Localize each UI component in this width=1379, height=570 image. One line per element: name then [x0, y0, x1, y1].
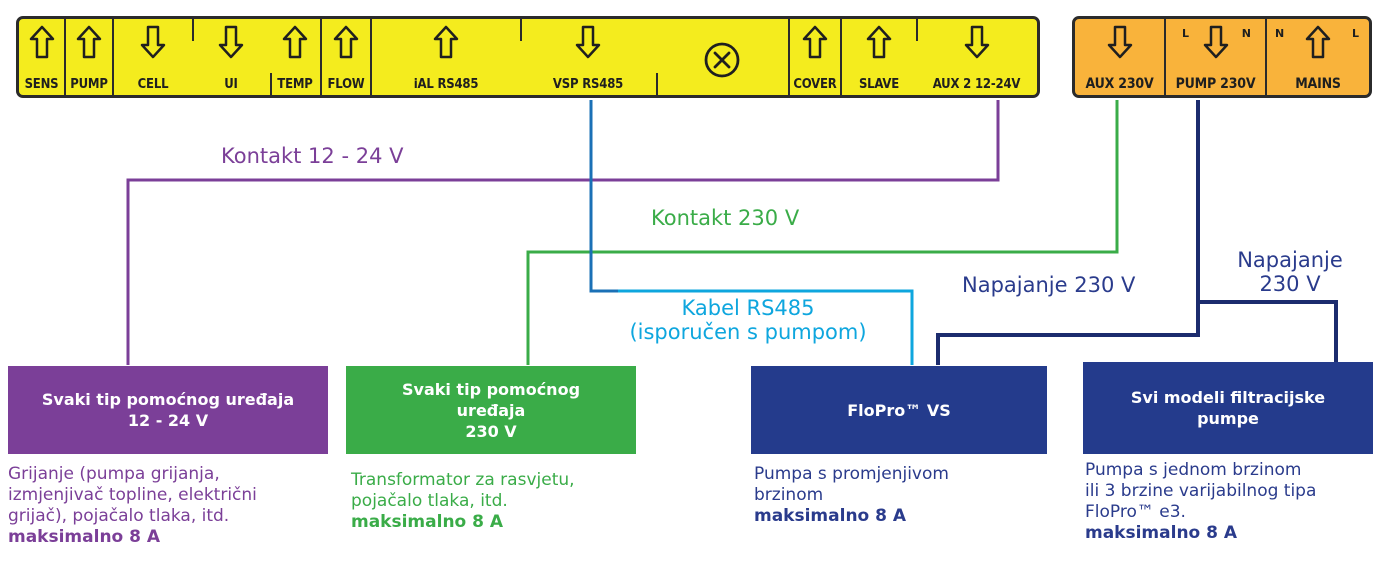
terminal-label: AUX 230V [1085, 76, 1154, 92]
desc-line: Pumpa s promjenjivom [754, 464, 949, 484]
terminal-label: UI [224, 77, 238, 92]
up-arrow-icon [802, 25, 828, 59]
live-mark: L [1182, 27, 1190, 40]
terminal-label: SLAVE [858, 77, 900, 92]
terminal-aux2-12-24v[interactable]: AUX 2 12-24V [916, 19, 1037, 95]
terminal-label: PUMP [70, 77, 108, 92]
supply-line-2: 230 V [1259, 272, 1321, 296]
down-arrow-icon [140, 25, 166, 59]
down-arrow-icon [575, 25, 601, 59]
device-box-12-24v[interactable]: Svaki tip pomoćnog uređaja 12 - 24 V [8, 366, 328, 454]
device-title-line: Svaki tip pomoćnog uređaja [41, 390, 295, 409]
device-title-line: 12 - 24 V [127, 411, 209, 430]
terminal-pump-230v[interactable]: L N PUMP 230V [1166, 19, 1267, 95]
live-mark: L [1351, 27, 1359, 40]
terminal-label: PUMP 230V [1175, 76, 1256, 92]
wire-contact-12-24v [126, 100, 1000, 365]
rs485-line-2: (isporučen s pumpom) [629, 320, 867, 344]
down-arrow-icon [1203, 25, 1228, 59]
device-box-flopro-vs[interactable]: FloPro™ VS [751, 366, 1047, 454]
terminal-disabled[interactable] [656, 19, 790, 95]
label-contact-12-24v: Kontakt 12 - 24 V [221, 144, 404, 168]
terminal-sens[interactable]: SENS [19, 19, 66, 95]
desc-line: FloPro™ e3. [1085, 502, 1186, 522]
device-title-line: 230 V [465, 421, 517, 441]
device-title-line: uređaja [456, 400, 526, 420]
desc-line: ili 3 brzine varijabilnog tipa [1085, 481, 1317, 501]
wire-rs485-lower [618, 289, 914, 365]
desc-line: grijač), pojačalo tlaka, itd. [8, 506, 230, 526]
up-arrow-icon [333, 25, 359, 59]
power-terminal-strip: AUX 230V L N PUMP 230V N L MAINS [1072, 16, 1372, 98]
desc-line: Transformator za rasvjetu, [351, 470, 575, 490]
rs485-line-1: Kabel RS485 [681, 296, 815, 320]
terminal-label: CELL [137, 77, 169, 92]
desc-limit: maksimalno 8 A [1085, 523, 1238, 543]
label-contact-230v: Kontakt 230 V [651, 206, 800, 230]
device-title-line: Svi modeli filtracijske [1130, 388, 1326, 407]
device-title-line: pumpe [1197, 409, 1259, 428]
wire-supply-vs [936, 100, 1200, 365]
device-title-line: Svaki tip pomoćnog [401, 379, 581, 399]
device-title-line: FloPro™ VS [847, 400, 951, 420]
device-desc-flopro-vs: Pumpa s promjenjivom brzinom maksimalno … [754, 464, 949, 527]
terminal-label: iAL RS485 [413, 77, 479, 92]
terminal-aux-230v[interactable]: AUX 230V [1075, 19, 1166, 95]
down-arrow-icon [218, 25, 244, 59]
desc-line: pojačalo tlaka, itd. [351, 491, 508, 511]
desc-line: Grijanje (pumpa grijanja, [8, 464, 220, 484]
up-arrow-icon [76, 25, 102, 59]
device-box-230v[interactable]: Svaki tip pomoćnog uređaja 230 V [346, 366, 636, 454]
up-arrow-icon [29, 25, 54, 59]
terminal-pump[interactable]: PUMP [66, 19, 114, 95]
label-rs485-cable: Kabel RS485 (isporučen s pumpom) [598, 296, 898, 344]
terminal-label: SENS [24, 77, 59, 92]
up-arrow-icon [282, 25, 308, 59]
circle-x-icon [704, 42, 740, 77]
wire-supply-filter [1198, 300, 1338, 362]
supply-line-1: Napajanje [1237, 248, 1343, 272]
terminal-flow[interactable]: FLOW [322, 19, 372, 95]
desc-limit: maksimalno 8 A [754, 506, 907, 526]
terminal-cell[interactable]: CELL [114, 19, 194, 95]
desc-limit: maksimalno 8 A [8, 527, 161, 547]
label-supply-vs: Napajanje 230 V [962, 273, 1136, 297]
terminal-cover[interactable]: COVER [790, 19, 842, 95]
terminal-temp[interactable]: TEMP [270, 19, 322, 95]
terminal-ui[interactable]: UI [192, 19, 272, 95]
desc-limit: maksimalno 8 A [351, 512, 504, 532]
desc-line: Pumpa s jednom brzinom [1085, 460, 1302, 480]
device-desc-filter-pump: Pumpa s jednom brzinom ili 3 brzine vari… [1085, 460, 1316, 544]
up-arrow-icon [866, 25, 892, 59]
terminal-label: MAINS [1295, 76, 1341, 92]
wire-rs485-upper [589, 100, 620, 293]
terminal-mains[interactable]: N L MAINS [1267, 19, 1369, 95]
down-arrow-icon [964, 25, 989, 59]
device-desc-12-24v: Grijanje (pumpa grijanja, izmjenjivač to… [8, 464, 257, 548]
terminal-slave[interactable]: SLAVE [842, 19, 918, 95]
controller-terminal-strip: SENS PUMP CELL UI TEMP FLOW iAL RS485 VS… [16, 16, 1040, 98]
terminal-vsp-rs485[interactable]: VSP RS485 [520, 19, 658, 95]
device-desc-230v: Transformator za rasvjetu, pojačalo tlak… [351, 470, 575, 533]
label-supply-filter: Napajanje 230 V [1234, 248, 1346, 296]
up-arrow-icon [433, 25, 459, 59]
device-box-filter-pump[interactable]: Svi modeli filtracijske pumpe [1083, 362, 1373, 454]
terminal-label: COVER [793, 77, 837, 92]
desc-line: izmjenjivač topline, električni [8, 485, 257, 505]
terminal-label: AUX 2 12-24V [932, 77, 1021, 92]
terminal-label: FLOW [327, 77, 365, 92]
terminal-label: VSP RS485 [552, 77, 624, 92]
terminal-label: TEMP [277, 77, 313, 92]
wire-contact-230v [526, 100, 1119, 365]
up-arrow-icon [1305, 25, 1331, 59]
neutral-mark: N [1275, 27, 1285, 40]
desc-line: brzinom [754, 485, 824, 505]
neutral-mark: N [1241, 27, 1251, 40]
terminal-ial-rs485[interactable]: iAL RS485 [372, 19, 522, 95]
down-arrow-icon [1107, 25, 1132, 59]
